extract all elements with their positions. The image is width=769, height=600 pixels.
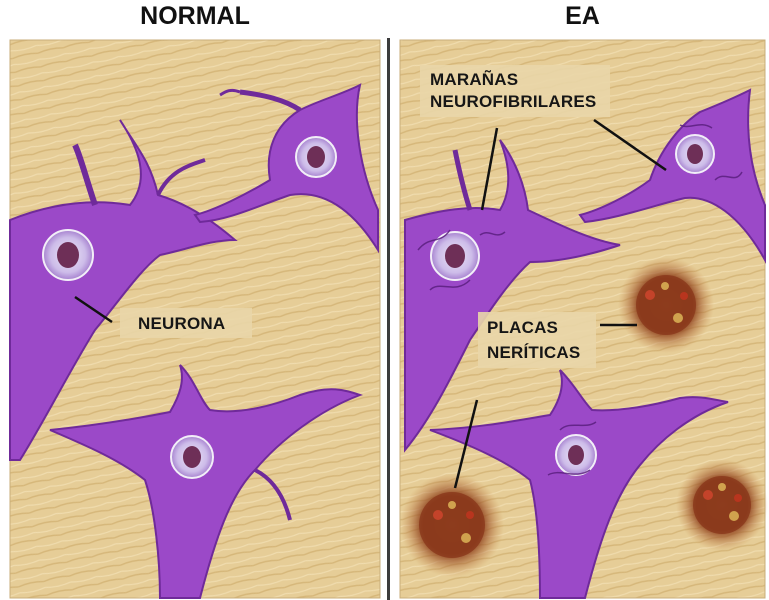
plaque-3: [676, 459, 768, 551]
label-maranas-line2: NEUROFIBRILARES: [430, 91, 596, 113]
label-placas-line2: NERÍTICAS: [487, 342, 580, 364]
label-maranas-line1: MARAÑAS: [430, 69, 518, 91]
nucleus-right-3: [556, 435, 596, 475]
label-placas-line1: PLACAS: [487, 317, 558, 339]
label-neurona: NEURONA: [138, 313, 225, 335]
plaque-1: [618, 257, 714, 353]
nucleus-left-2: [296, 137, 336, 177]
nucleus-left-3: [171, 436, 213, 478]
nucleus-right-2: [676, 135, 714, 173]
plaque-2: [400, 473, 504, 577]
nucleus-left-1: [43, 230, 93, 280]
panel-divider: [387, 38, 390, 600]
